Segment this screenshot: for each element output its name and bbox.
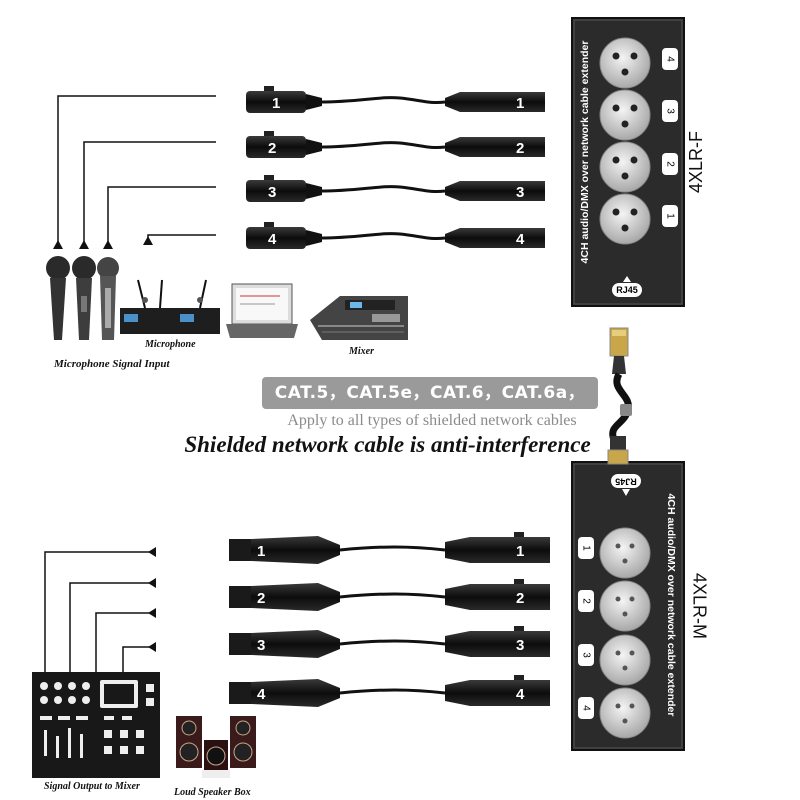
apply-cable-note: Apply to all types of shielded network c… [287,412,577,429]
loud-speaker-box-icon [176,716,256,778]
top-device-description: 4CH audio/DMX over network cable extende… [579,41,591,264]
svg-text:2: 2 [516,140,524,157]
mixer-label: Mixer [348,346,374,357]
top-xlr-socket-3 [599,89,651,141]
shielded-cable-headline: Shielded network cable is anti-interfere… [184,432,591,457]
bottom-channel-3: 3 [580,652,591,658]
top-signal-arrows [53,236,153,249]
top-channel-3: 3 [664,108,675,114]
bottom-rj45-label: RJ45 [615,477,637,487]
top-xlr-socket-4 [599,37,651,89]
microphone-label: Microphone [144,339,196,350]
svg-text:1: 1 [516,543,524,560]
handheld-microphones-icon [46,256,119,340]
microphone-signal-input-label: Microphone Signal Input [53,358,170,370]
top-channel-4: 4 [664,56,675,62]
bottom-signal-lines [44,551,152,676]
loud-speaker-label: Loud Speaker Box [173,787,251,798]
mixer-control-panel-icon [32,672,160,778]
bottom-xlr-plug-4 [599,687,651,739]
svg-text:1: 1 [272,95,280,112]
bottom-extender-device: 1 2 3 4 4CH audio/DMX over network cable… [571,461,685,751]
bottom-cable-2: 2 2 [229,579,550,611]
svg-text:4: 4 [516,231,525,248]
bottom-channel-4: 4 [580,705,591,711]
svg-text:1: 1 [516,95,524,112]
top-cable-2: 2 2 [246,131,545,158]
svg-text:3: 3 [268,184,276,201]
top-cable-4: 4 4 [246,222,545,249]
wireless-microphone-receiver-icon [120,279,220,334]
top-device-model: 4XLR-F [686,131,706,193]
top-channel-1: 1 [664,213,675,219]
top-signal-lines [57,95,216,244]
bottom-channel-1: 1 [580,545,591,551]
top-xlr-cables: 1 1 2 2 3 3 4 4 [246,86,545,249]
svg-text:4: 4 [257,686,266,703]
svg-text:3: 3 [516,637,524,654]
network-cable-icon [607,327,632,465]
bottom-xlr-cables: 1 1 2 2 3 3 4 4 [229,532,550,707]
svg-text:4: 4 [268,231,277,248]
top-extender-device: 4 3 2 1 4CH audio/DMX over network cable… [571,17,685,307]
bottom-cable-4: 4 4 [229,675,550,707]
svg-text:2: 2 [257,590,265,607]
top-channel-2: 2 [664,161,675,167]
top-xlr-socket-2 [599,141,651,193]
top-xlr-socket-1 [599,193,651,245]
bottom-xlr-plug-3 [599,634,651,686]
bottom-cable-3: 3 3 [229,626,550,658]
bottom-xlr-plug-1 [599,527,651,579]
bottom-device-description: 4CH audio/DMX over network cable extende… [665,494,677,717]
top-cable-3: 3 3 [246,175,545,202]
bottom-xlr-plug-2 [599,580,651,632]
cable-types-banner: CAT.5，CAT.5e，CAT.6，CAT.6a，CAT.7 [262,377,598,435]
bottom-signal-arrows [148,547,156,652]
svg-text:4: 4 [516,686,525,703]
signal-output-label: Signal Output to Mixer [44,781,140,792]
svg-text:1: 1 [257,543,265,560]
top-cable-1: 1 1 [246,86,545,113]
svg-text:3: 3 [516,184,524,201]
bottom-channel-2: 2 [580,598,591,604]
laptop-icon [226,283,298,338]
top-rj45-label: RJ45 [616,285,638,295]
svg-text:2: 2 [268,140,276,157]
svg-text:3: 3 [257,637,265,654]
bottom-device-model: 4XLR-M [689,573,709,639]
bottom-cable-1: 1 1 [229,532,550,564]
mixing-console-icon [310,296,408,340]
svg-text:2: 2 [516,590,524,607]
